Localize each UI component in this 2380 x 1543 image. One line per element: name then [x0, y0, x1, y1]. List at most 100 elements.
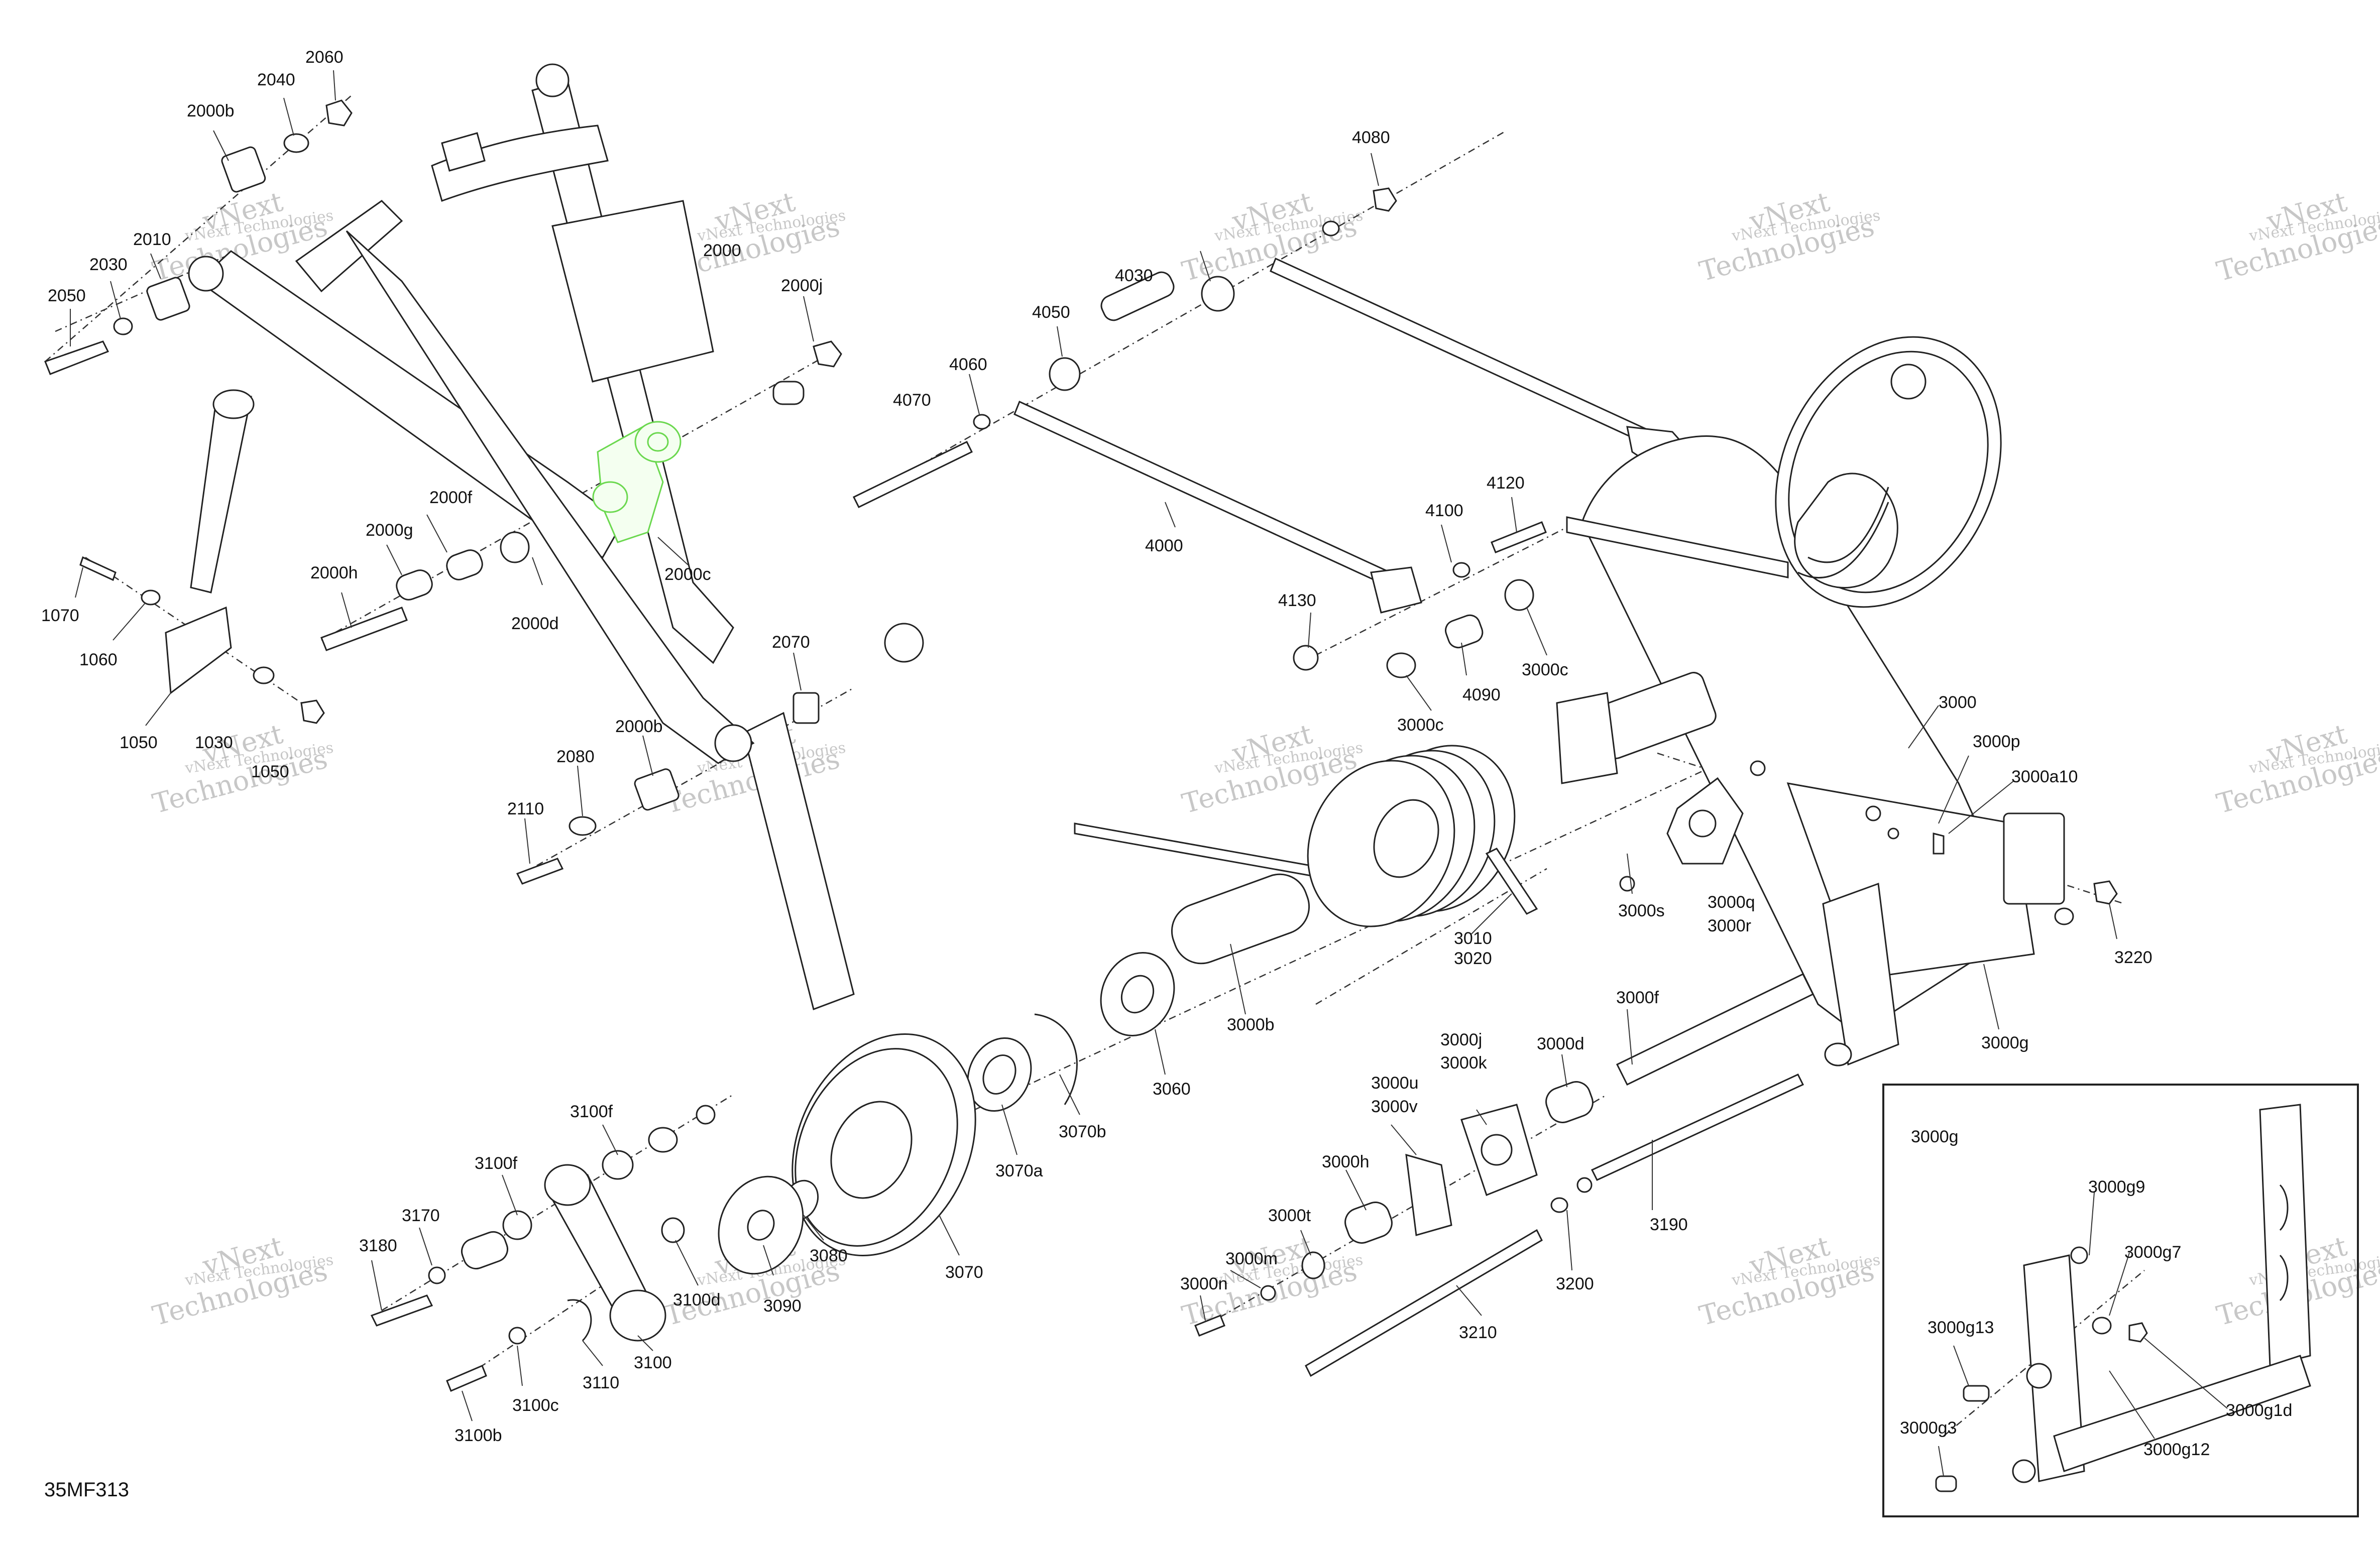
- part-label: 2000: [703, 241, 741, 260]
- part-label: 3000g7: [2124, 1243, 2181, 1262]
- part-label: 3100d: [673, 1290, 721, 1310]
- highlighted-part-2000c: [592, 421, 682, 543]
- part-label: 4120: [1487, 473, 1525, 493]
- watermark: vNext Technologies vNext Technologies: [2213, 718, 2380, 820]
- part-label: 3000c: [1397, 716, 1444, 735]
- left-hardware: [44, 99, 842, 885]
- part-label: 4080: [1352, 128, 1390, 147]
- part-label: 3000g: [1981, 1033, 2029, 1052]
- part-label: 2040: [257, 70, 295, 89]
- link-rods: [852, 187, 1694, 678]
- part-label: 3000u: [1371, 1074, 1419, 1093]
- watermark: vNext Technologies vNext Technologies: [1696, 1230, 1881, 1332]
- part-label: 3000p: [1973, 732, 2020, 751]
- part-label: 4030: [1115, 266, 1153, 285]
- diagram-reference-code: 35MF313: [44, 1479, 129, 1501]
- part-label: 3100f: [570, 1102, 613, 1121]
- part-label: 3100c: [512, 1396, 559, 1415]
- watermark: vNext Technologies vNext Technologies: [149, 1230, 334, 1332]
- part-label: 2000b: [615, 717, 663, 736]
- part-label: 2070: [772, 633, 810, 652]
- part-label: 3000v: [1371, 1097, 1418, 1116]
- part-label: 3200: [1556, 1274, 1594, 1293]
- part-label: 3010: [1454, 929, 1492, 948]
- part-label: 3100f: [475, 1154, 518, 1173]
- part-label: 3000r: [1708, 916, 1751, 935]
- part-label: 3020: [1454, 949, 1492, 968]
- part-label: 3180: [359, 1236, 397, 1255]
- part-label: 3080: [810, 1246, 848, 1265]
- wheel-group: [718, 873, 1310, 1275]
- part-label: 1050: [120, 733, 158, 752]
- inset-3000g: [1882, 1084, 2359, 1517]
- upper-arm-assembly: [188, 63, 924, 1010]
- part-label: 3000: [1939, 693, 1977, 712]
- part-label: 2000f: [429, 488, 473, 507]
- part-label: 2050: [48, 286, 86, 305]
- part-label: 3100: [634, 1353, 672, 1372]
- part-label: 2000h: [310, 563, 358, 582]
- part-label: 3000a10: [2011, 767, 2078, 786]
- part-label: 2010: [133, 230, 171, 249]
- watermark: vNext Technologies vNext Technologies: [2213, 186, 2380, 288]
- part-label: 1050: [251, 762, 289, 781]
- part-label: 3000k: [1440, 1053, 1488, 1073]
- bracket-1050: [79, 389, 325, 724]
- part-label: 3060: [1153, 1080, 1191, 1099]
- part-label: 3000c: [1522, 660, 1568, 679]
- part-label: 3000g9: [2088, 1177, 2145, 1197]
- part-label: 1070: [41, 606, 79, 625]
- watermark: vNext Technologies vNext Technologies: [661, 186, 847, 288]
- part-label: 3000t: [1268, 1206, 1311, 1225]
- part-label: 3000g1d: [2226, 1401, 2292, 1420]
- part-label: 3000g3: [1900, 1418, 1957, 1438]
- part-label: 4060: [949, 355, 987, 374]
- rear-arm-assembly: [1556, 336, 2118, 1066]
- part-label: 3210: [1459, 1323, 1497, 1342]
- part-label: 3000f: [1616, 988, 1659, 1007]
- part-label: 3070b: [1059, 1122, 1106, 1141]
- part-labels: 2060 2040 2000b 2010 2030 2050 2000 2000…: [41, 48, 2292, 1459]
- watermark: vNext Technologies vNext Technologies: [149, 718, 334, 820]
- part-label: 3000g13: [1928, 1318, 1994, 1337]
- part-label: 3070a: [995, 1161, 1043, 1180]
- inset-title: 3000g: [1911, 1127, 1959, 1146]
- part-label: 2000g: [366, 521, 413, 540]
- part-label: 3000d: [1537, 1034, 1584, 1053]
- part-label: 3220: [2114, 948, 2152, 967]
- part-label: 3000m: [1225, 1249, 1278, 1268]
- part-label: 3000n: [1180, 1274, 1228, 1293]
- lower-shafts: [1194, 973, 1815, 1377]
- part-label: 2080: [556, 747, 595, 766]
- part-label: 1030: [195, 733, 233, 752]
- part-label: 1060: [79, 650, 118, 669]
- part-label: 3000g12: [2143, 1440, 2210, 1459]
- part-label: 2000j: [781, 276, 823, 295]
- part-label: 3190: [1650, 1215, 1688, 1234]
- part-label: 3000h: [1322, 1152, 1370, 1171]
- part-label: 3070: [945, 1263, 983, 1282]
- torsion-spring: [1074, 745, 1538, 927]
- part-label: 4090: [1462, 685, 1501, 704]
- part-label: 3090: [763, 1296, 802, 1316]
- part-label: 2000c: [664, 565, 711, 584]
- part-label: 3000j: [1440, 1030, 1482, 1049]
- part-label: 3000q: [1708, 893, 1755, 912]
- part-label: 2030: [89, 255, 128, 274]
- part-label: 2000d: [511, 614, 559, 633]
- pivot-arm-group: [370, 1105, 716, 1392]
- part-label: 3000s: [1618, 901, 1665, 920]
- part-label: 3110: [583, 1373, 619, 1392]
- part-label: 2060: [305, 48, 344, 67]
- part-label: 4070: [893, 391, 931, 410]
- part-label: 4000: [1145, 536, 1183, 555]
- leader-lines: [70, 70, 2228, 1477]
- part-label: 3100b: [455, 1426, 502, 1445]
- part-label: 2000b: [187, 101, 235, 121]
- part-label: 3170: [402, 1206, 440, 1225]
- part-label: 4130: [1278, 591, 1316, 610]
- part-label: 3000b: [1227, 1015, 1275, 1034]
- part-label: 2110: [507, 799, 544, 818]
- part-label: 4100: [1425, 501, 1463, 520]
